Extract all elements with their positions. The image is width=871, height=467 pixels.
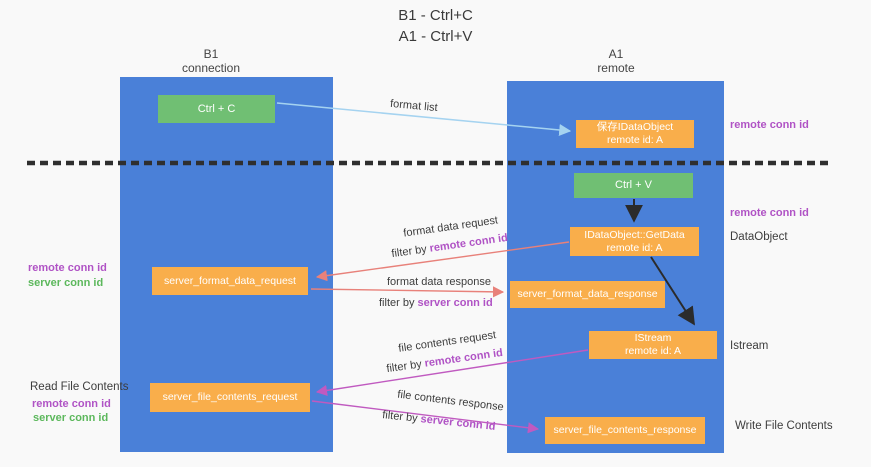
edge-label-format-list: format list [389, 97, 439, 115]
lane-a1-role: remote [597, 61, 635, 75]
remote-conn-id-keyword: remote conn id [423, 346, 504, 370]
lane-header-b1: B1 connection [141, 47, 281, 75]
filter-by-text: filter by [385, 357, 426, 376]
edge-label-file-contents-response: file contents response [396, 388, 505, 414]
format-response-label: server_format_data_response [517, 288, 658, 300]
lane-a1-name: A1 [608, 47, 624, 61]
file-request-label: server_file_contents_request [162, 391, 298, 403]
save-idataobject-line2: remote id: A [606, 134, 664, 146]
getdata-line2: remote id: A [606, 241, 663, 254]
server-conn-id-keyword: server conn id [419, 413, 497, 433]
annotation-write-file-contents: Write File Contents [735, 420, 833, 432]
node-idataobject-getdata: IDataObject::GetData remote id: A [570, 227, 699, 256]
title-line-2: A1 - Ctrl+V [398, 28, 473, 45]
lane-b1-role: connection [181, 61, 241, 75]
title-line-1: B1 - Ctrl+C [398, 7, 473, 24]
node-server-format-data-request: server_format_data_request [152, 267, 308, 295]
diagram-title: B1 - Ctrl+C A1 - Ctrl+V [0, 5, 871, 47]
annotation-istream: Istream [730, 340, 769, 352]
annotation-remote-conn-id-mid: remote conn id [730, 207, 809, 219]
ctrl-c-label: Ctrl + C [197, 102, 236, 115]
node-ctrl-v: Ctrl + V [574, 173, 693, 198]
remote-conn-id-keyword: remote conn id [428, 231, 509, 255]
filter-by-text: filter by [390, 242, 431, 261]
file-response-label: server_file_contents_response [553, 424, 697, 436]
annotation-read-file-contents: Read File Contents [30, 381, 129, 393]
format-request-label: server_format_data_request [164, 274, 296, 287]
lane-header-a1: A1 remote [546, 47, 686, 75]
annotation-left-remote-conn-id-top: remote conn id [28, 262, 107, 274]
arrow-format-data-response [310, 286, 505, 298]
filter-by-text: filter by [381, 409, 422, 426]
edge-label-format-response-filter: filter by server conn id [379, 297, 493, 309]
istream-line2: remote id: A [624, 345, 682, 357]
annotation-remote-conn-id-top: remote conn id [730, 119, 809, 131]
node-ctrl-c: Ctrl + C [158, 95, 275, 123]
annotation-left-server-conn-id-top: server conn id [28, 277, 104, 289]
annotation-dataobject: DataObject [730, 231, 788, 243]
edge-label-file-response-filter: filter by server conn id [382, 409, 496, 433]
annotation-left-remote-conn-id-bottom: remote conn id [32, 398, 111, 410]
getdata-line1: IDataObject::GetData [584, 228, 685, 241]
annotation-left-server-conn-id-bottom: server conn id [33, 412, 109, 424]
node-save-idataobject: 保存IDataObject remote id: A [576, 120, 694, 148]
ctrl-v-label: Ctrl + V [615, 179, 652, 191]
node-istream: IStream remote id: A [589, 331, 717, 359]
filter-by-text: filter by [379, 297, 418, 309]
node-server-file-contents-request: server_file_contents_request [150, 383, 310, 412]
save-idataobject-line1: 保存IDataObject [596, 121, 674, 133]
istream-line1: IStream [634, 332, 672, 344]
lane-b1-name: B1 [203, 47, 219, 61]
edge-label-format-data-response: format data response [387, 276, 491, 288]
server-conn-id-keyword: server conn id [417, 297, 493, 309]
node-server-format-data-response: server_format_data_response [510, 281, 665, 308]
node-server-file-contents-response: server_file_contents_response [545, 417, 705, 444]
